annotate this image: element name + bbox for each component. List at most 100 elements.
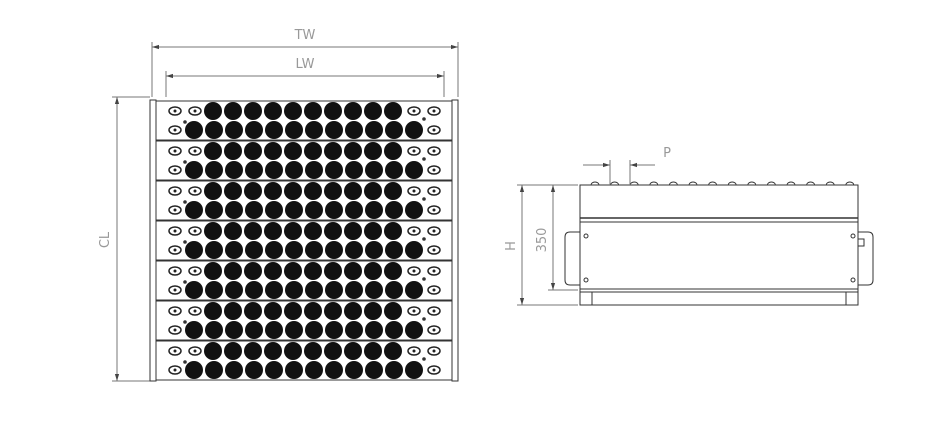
module <box>155 260 453 301</box>
lw-label: LW <box>296 57 315 72</box>
nozzle <box>265 361 283 379</box>
small-port-center <box>432 328 436 332</box>
module <box>155 100 453 141</box>
nozzle <box>284 302 302 320</box>
dimension-h <box>517 184 578 306</box>
small-port-center <box>193 149 197 153</box>
small-port <box>168 186 182 196</box>
nozzle <box>324 182 342 200</box>
nozzle <box>405 161 423 179</box>
nozzle <box>185 281 203 299</box>
small-port <box>427 325 441 335</box>
nozzle <box>244 342 262 360</box>
nozzle <box>405 201 423 219</box>
nozzle-bump <box>766 181 776 186</box>
nozzle <box>185 121 203 139</box>
nozzle <box>325 281 343 299</box>
small-port-center <box>432 149 436 153</box>
nozzle <box>325 361 343 379</box>
small-port-center <box>432 309 436 313</box>
nozzle <box>264 302 282 320</box>
nozzle <box>304 222 322 240</box>
nozzle <box>325 241 343 259</box>
nozzle <box>385 201 403 219</box>
small-port <box>168 266 182 276</box>
nozzle <box>285 361 303 379</box>
nozzle <box>244 262 262 280</box>
small-port <box>427 285 441 295</box>
nozzle <box>405 321 423 339</box>
side-view-nozzles <box>590 181 855 186</box>
nozzle <box>344 142 362 160</box>
nozzle <box>345 121 363 139</box>
nozzle <box>204 102 222 120</box>
nozzle <box>185 361 203 379</box>
small-port <box>407 106 421 116</box>
small-port <box>407 266 421 276</box>
nozzle <box>265 321 283 339</box>
nozzle <box>224 142 242 160</box>
nozzle-bump <box>668 181 678 186</box>
nozzle <box>185 161 203 179</box>
small-port-center <box>193 229 197 233</box>
small-port <box>427 245 441 255</box>
nozzle <box>345 361 363 379</box>
nozzle <box>325 161 343 179</box>
nozzle <box>225 121 243 139</box>
small-port <box>407 146 421 156</box>
small-port-center <box>173 309 177 313</box>
nozzle <box>224 342 242 360</box>
nozzle <box>204 182 222 200</box>
small-port-center <box>432 109 436 113</box>
small-port <box>427 186 441 196</box>
nozzle <box>265 281 283 299</box>
nozzle <box>205 241 223 259</box>
small-port <box>188 146 202 156</box>
nozzle <box>304 182 322 200</box>
nozzle <box>384 102 402 120</box>
nozzle-bump <box>649 181 659 186</box>
small-port-center <box>193 309 197 313</box>
module <box>155 220 453 261</box>
nozzle <box>365 281 383 299</box>
small-port-center <box>412 109 416 113</box>
small-port-center <box>193 109 197 113</box>
small-port <box>427 205 441 215</box>
module <box>155 180 453 221</box>
nozzle <box>285 161 303 179</box>
nozzle <box>405 361 423 379</box>
small-port-center <box>432 368 436 372</box>
nozzle <box>185 241 203 259</box>
nozzle <box>384 262 402 280</box>
nozzle <box>324 222 342 240</box>
height-value-label: 350 <box>535 228 550 253</box>
small-port <box>188 346 202 356</box>
small-port-center <box>432 288 436 292</box>
top-view <box>149 99 459 382</box>
small-port-center <box>173 288 177 292</box>
nozzle <box>265 121 283 139</box>
nozzle <box>304 142 322 160</box>
nozzle <box>204 142 222 160</box>
nozzle <box>305 161 323 179</box>
nozzle <box>384 342 402 360</box>
small-port <box>407 306 421 316</box>
nozzle <box>185 321 203 339</box>
small-port <box>427 266 441 276</box>
nozzle <box>384 182 402 200</box>
dimension-cl <box>112 96 150 382</box>
small-port-center <box>412 349 416 353</box>
small-port-center <box>173 168 177 172</box>
nozzle <box>264 182 282 200</box>
dimension-tw <box>151 42 459 97</box>
cl-label: CL <box>98 231 113 248</box>
small-port-center <box>173 248 177 252</box>
nozzle <box>305 321 323 339</box>
nozzle <box>244 102 262 120</box>
nozzle <box>244 142 262 160</box>
nozzle <box>264 262 282 280</box>
small-port <box>407 226 421 236</box>
nozzle <box>244 222 262 240</box>
nozzle <box>285 201 303 219</box>
marker-dot <box>422 157 426 161</box>
